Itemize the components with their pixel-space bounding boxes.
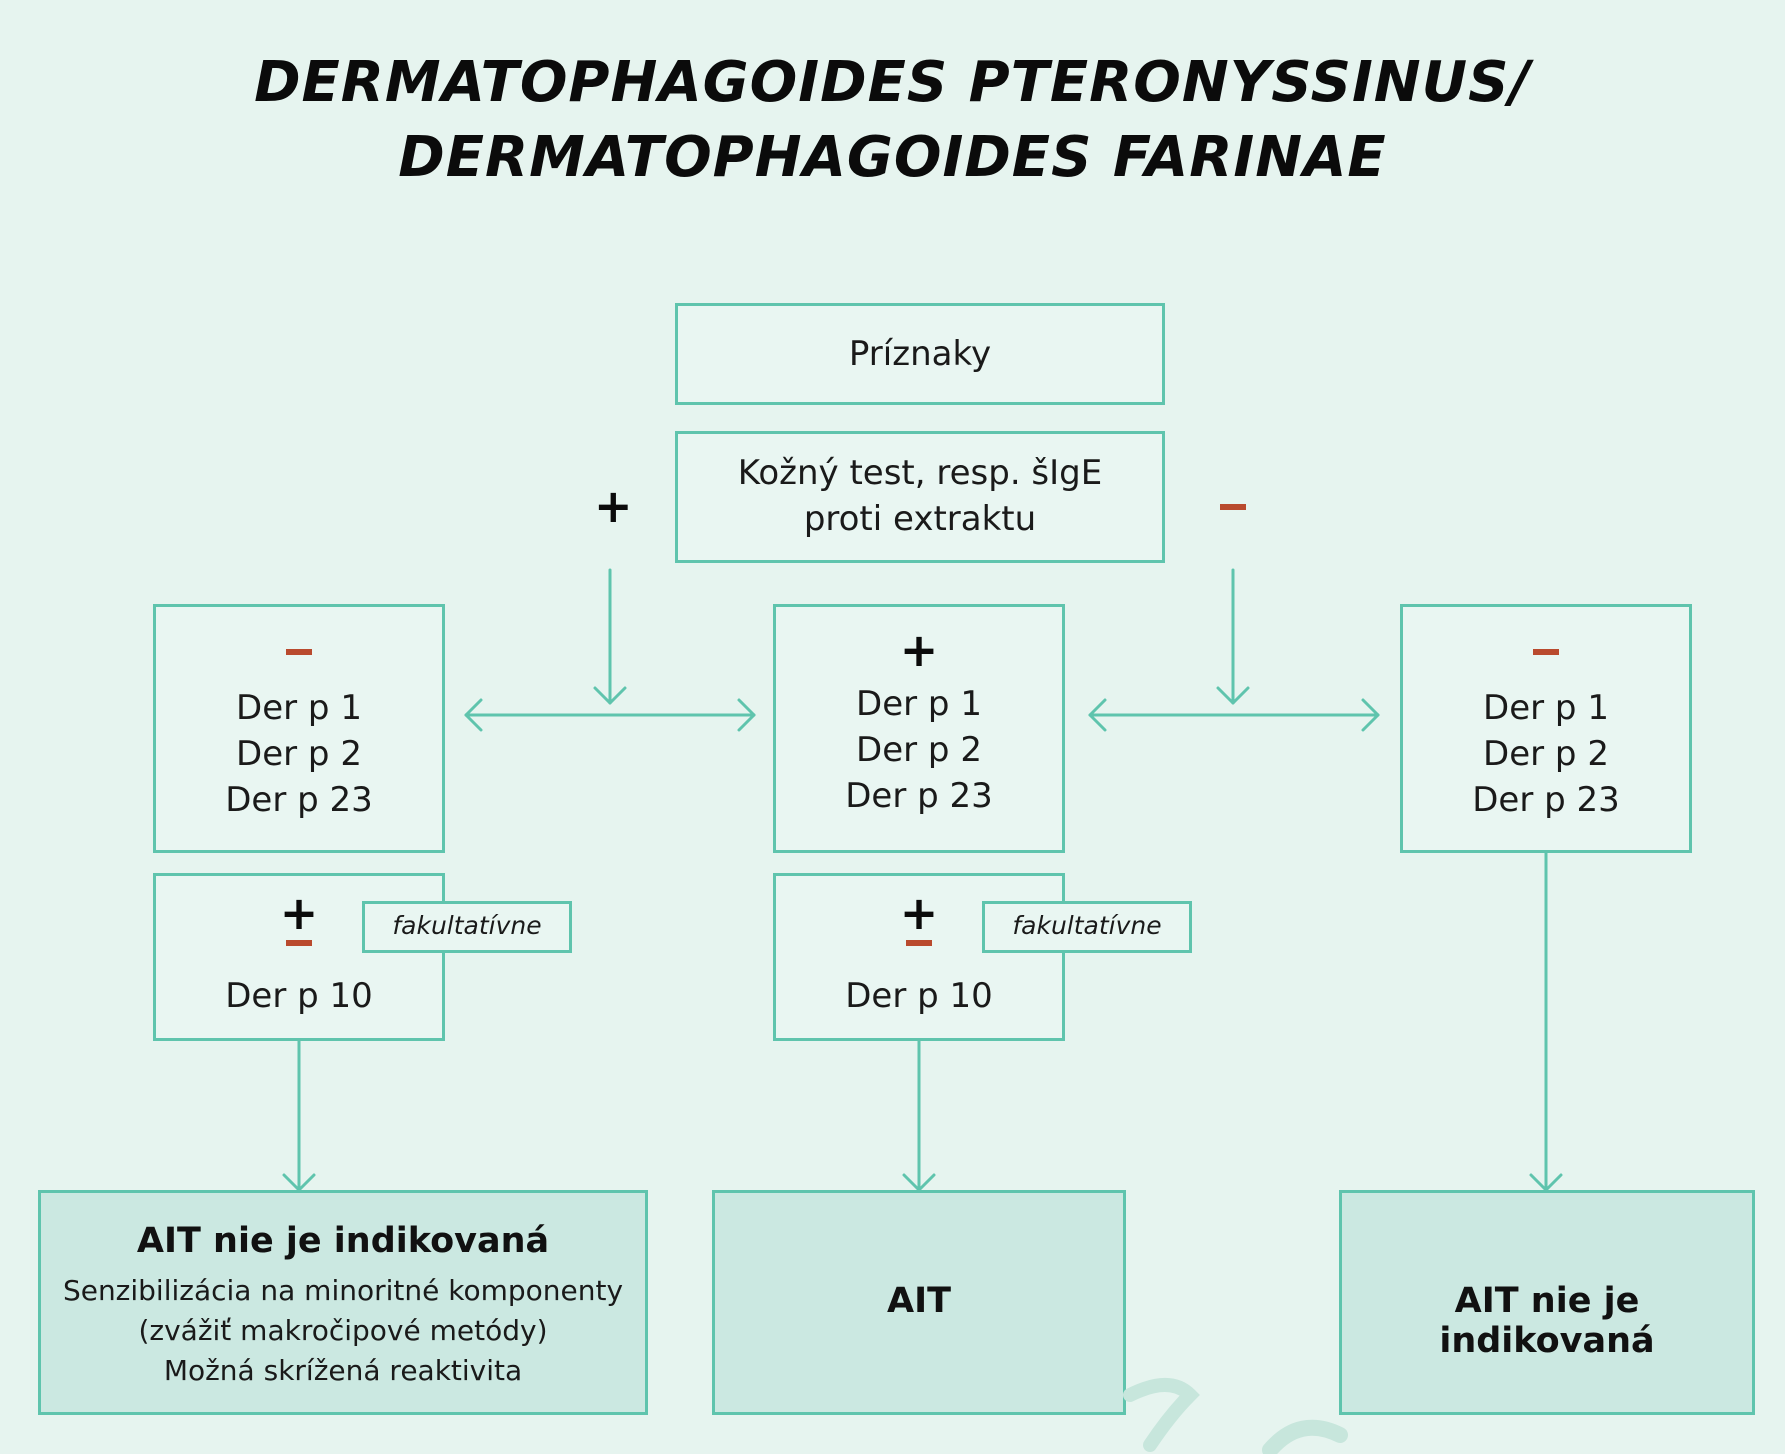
right-components-list: Der p 1 Der p 2 Der p 23 [1403,685,1689,823]
left-der-p10-label: Der p 10 [225,976,373,1016]
right-component-3: Der p 23 [1472,780,1620,820]
skin-positive-sign: + [594,479,633,533]
result-center-heading: AIT [887,1281,951,1321]
result-left-line-2: (zvážiť makročipové metódy) [138,1314,548,1347]
center-der-p10-box: + Der p 10 [773,873,1065,1041]
left-component-2: Der p 2 [236,734,362,774]
result-center-box: AIT [712,1190,1126,1415]
right-component-2: Der p 2 [1483,734,1609,774]
left-components-box: Der p 1 Der p 2 Der p 23 [153,604,445,853]
left-component-1: Der p 1 [236,688,362,728]
center-component-2: Der p 2 [856,730,982,770]
result-right-heading: AIT nie je indikovaná [1439,1281,1655,1361]
skin-test-line-1: Kožný test, resp. šIgE [737,453,1103,493]
result-left-line-3: Možná skrížená reaktivita [163,1354,523,1387]
optional-tag-left: fakultatívne [362,901,572,953]
center-components-list: Der p 1 Der p 2 Der p 23 [776,681,1062,819]
title-line-2: DERMATOPHAGOIDES FARINAE [398,125,1387,190]
result-left-heading: AIT nie je indikovaná [136,1221,550,1261]
left-der-p10-box: + Der p 10 [153,873,445,1041]
left-minus-sign-2 [286,940,312,946]
skin-test-box: Kožný test, resp. šIgE proti extraktu [675,431,1165,563]
center-minus-sign [906,940,932,946]
right-minus-sign [1533,649,1559,655]
left-plus-sign: + [279,886,319,940]
result-right-box: AIT nie je indikovaná [1339,1190,1755,1415]
decorative-swirl-icon [1123,1378,1348,1454]
result-left-box: AIT nie je indikovaná Senzibilizácia na … [38,1190,648,1415]
skin-negative-sign [1220,504,1246,510]
center-component-3: Der p 23 [845,776,993,816]
left-minus-sign [286,649,312,655]
right-components-box: Der p 1 Der p 2 Der p 23 [1400,604,1692,853]
left-components-list: Der p 1 Der p 2 Der p 23 [156,685,442,823]
title-line-1: DERMATOPHAGOIDES PTERONYSSINUS/ [254,50,1531,115]
center-plus-sign: + [899,623,939,677]
center-der-p10-label: Der p 10 [845,976,993,1016]
right-component-1: Der p 1 [1483,688,1609,728]
skin-test-line-2: proti extraktu [803,499,1037,539]
left-component-3: Der p 23 [225,780,373,820]
skin-test-label: Kožný test, resp. šIgE proti extraktu [678,450,1162,542]
result-left-details: Senzibilizácia na minoritné komponenty (… [41,1271,645,1391]
center-components-box: + Der p 1 Der p 2 Der p 23 [773,604,1065,853]
optional-tag-center: fakultatívne [982,901,1192,953]
result-left-line-1: Senzibilizácia na minoritné komponenty [62,1274,624,1307]
symptoms-label: Príznaky [848,334,992,374]
center-component-1: Der p 1 [856,684,982,724]
center-plus-sign-2: + [899,886,939,940]
symptoms-box: Príznaky [675,303,1165,405]
